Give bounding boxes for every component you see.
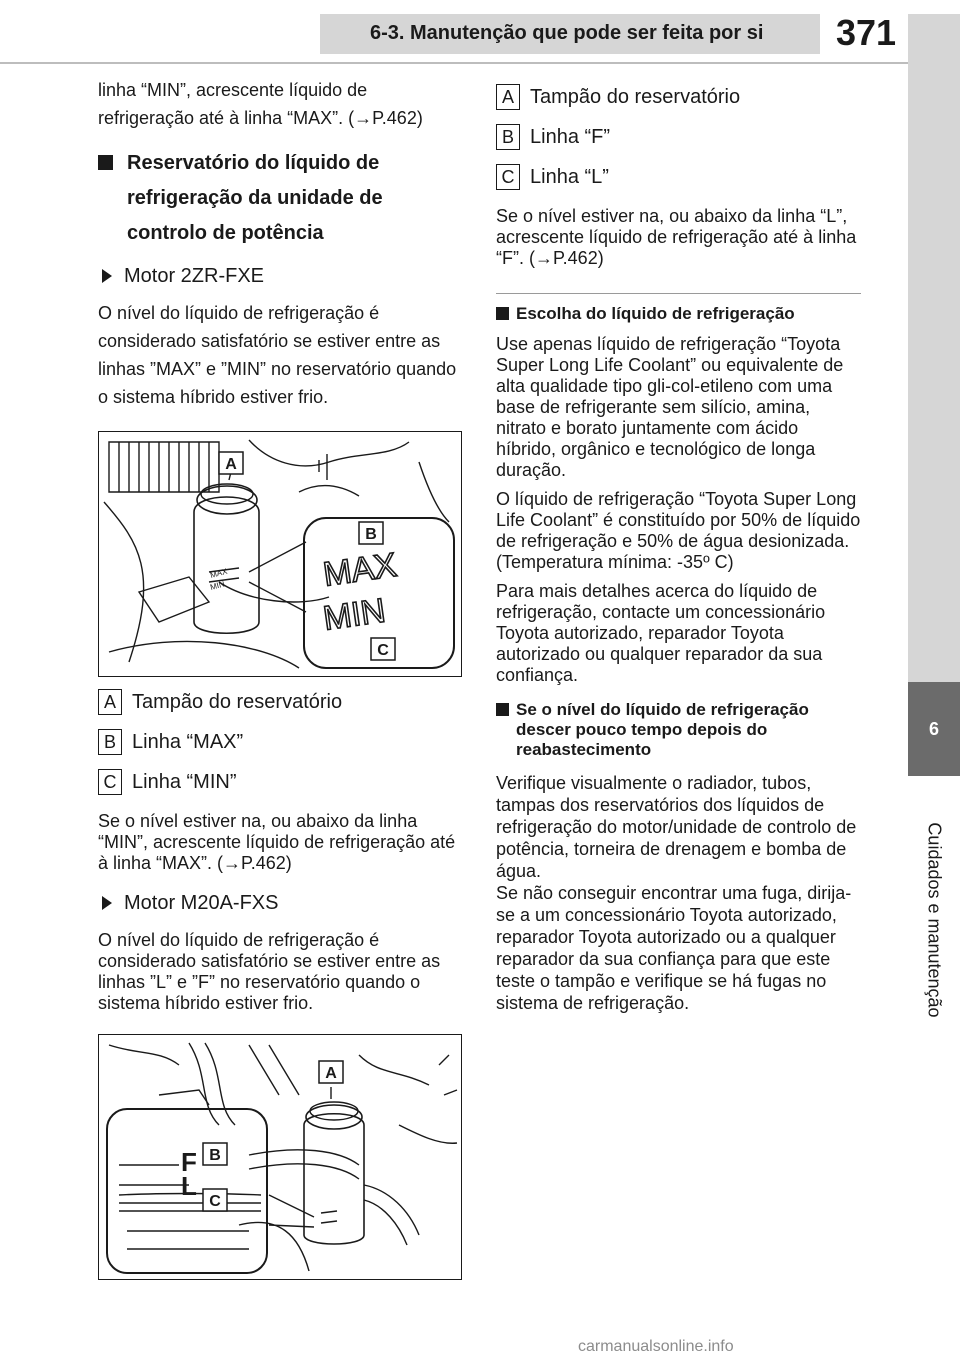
coolant-composition-paragraph: O líquido de refrigeração “Toyota Super … <box>496 489 861 572</box>
bullet-square-icon <box>98 155 113 170</box>
engine-2zr-heading: Motor 2ZR-FXE <box>98 263 464 289</box>
legend-text: Tampão do reservatório <box>530 85 741 108</box>
legend-letter: C <box>98 769 122 795</box>
reservoir-figure-2zr: A MAX MIN B MAX MIN C <box>98 431 462 677</box>
level-paragraph-2zr: O nível do líquido de refrigeração é con… <box>98 303 457 407</box>
side-tab-strip <box>908 14 960 682</box>
section-title: 6-3. Manutenção que pode ser feita por s… <box>370 22 764 44</box>
heading-text: Escolha do líquido de refrigeração <box>516 304 795 323</box>
engine-m20a-heading: Motor M20A-FXS <box>98 890 464 916</box>
legend-row-b: B Linha “MAX” <box>98 729 464 755</box>
legend-text: Linha “MIN” <box>132 770 237 793</box>
intro-paragraph: linha “MIN”, acrescente líquido de refri… <box>98 80 423 128</box>
visual-check-paragraph: Verifique visualmente o radiador, tubos,… <box>496 773 857 881</box>
legend-text: Linha “MAX” <box>132 730 244 753</box>
legend-text: Tampão do reservatório <box>132 690 343 713</box>
legend-row-a: A Tampão do reservatório <box>98 689 464 715</box>
left-column: linha “MIN”, acrescente líquido de refri… <box>98 76 464 1280</box>
watermark: carmanualsonline.info <box>578 1338 734 1355</box>
min-mark: MIN <box>321 592 388 638</box>
leak-paragraph: Se não conseguir encontrar uma fuga, dir… <box>496 883 852 1013</box>
legend-letter: B <box>496 124 520 150</box>
header-rule <box>0 62 960 64</box>
legend-2zr: A Tampão do reservatório B Linha “MAX” C… <box>98 689 464 795</box>
reservoir-max-tag: MAX <box>209 567 229 580</box>
chapter-label: Cuidados e manutenção <box>924 822 945 1018</box>
level-drop-heading: Se o nível do líquido de refrigeração de… <box>496 700 861 760</box>
l-mark: L <box>181 1171 197 1201</box>
legend-letter: C <box>496 164 520 190</box>
level-paragraph-m20a: O nível do líquido de refrigeração é con… <box>98 930 441 1013</box>
section-heading-reservoir: Reservatório do líquido de refrigeração … <box>98 146 464 251</box>
engine-label: Motor M20A-FXS <box>124 892 279 914</box>
f-mark: F <box>181 1147 197 1177</box>
legend-text: Linha “F” <box>530 125 611 148</box>
heading-text: Reservatório do líquido de refrigeração … <box>127 152 383 244</box>
callout-b: B <box>209 1147 221 1164</box>
reservoir-illustration-2zr: A MAX MIN B MAX MIN C <box>103 439 455 669</box>
legend-row-c: C Linha “L” <box>496 164 861 190</box>
coolant-details-paragraph: Para mais detalhes acerca do líquido de … <box>496 581 826 685</box>
callout-c: C <box>209 1193 221 1210</box>
legend-letter: A <box>496 84 520 110</box>
page-number: 371 <box>820 8 912 58</box>
legend-row-c: C Linha “MIN” <box>98 769 464 795</box>
refill-paragraph-2zr: Se o nível estiver na, ou abaixo da linh… <box>98 811 456 873</box>
legend-text: Linha “L” <box>530 165 609 188</box>
heading-text: Se o nível do líquido de refrigeração de… <box>516 700 809 759</box>
engine-label: Motor 2ZR-FXE <box>124 265 265 287</box>
legend-row-b: B Linha “F” <box>496 124 861 150</box>
callout-c: C <box>377 642 389 659</box>
refill-paragraph-m20a: Se o nível estiver na, ou abaixo da linh… <box>496 206 857 268</box>
coolant-type-paragraph: Use apenas líquido de refrigeração “Toyo… <box>496 334 844 480</box>
reservoir-illustration-m20a: F L A B C <box>106 1042 458 1274</box>
callout-b: B <box>365 526 377 543</box>
reservoir-figure-m20a: F L A B C <box>98 1034 462 1280</box>
bullet-square-icon <box>496 703 509 716</box>
legend-letter: B <box>98 729 122 755</box>
section-divider <box>496 293 861 294</box>
legend-row-a: A Tampão do reservatório <box>496 84 861 110</box>
reservoir-min-tag: MIN <box>209 579 226 592</box>
right-column: A Tampão do reservatório B Linha “F” C L… <box>496 84 861 1014</box>
chapter-number-tab[interactable]: 6 <box>908 682 960 776</box>
max-mark: MAX <box>321 546 399 594</box>
callout-a: A <box>225 456 237 473</box>
callout-a: A <box>325 1065 337 1082</box>
legend-letter: A <box>98 689 122 715</box>
triangle-bullet-icon <box>102 896 112 910</box>
coolant-choice-heading: Escolha do líquido de refrigeração <box>496 304 861 324</box>
bullet-square-icon <box>496 307 509 320</box>
legend-m20a: A Tampão do reservatório B Linha “F” C L… <box>496 84 861 190</box>
triangle-bullet-icon <box>102 269 112 283</box>
